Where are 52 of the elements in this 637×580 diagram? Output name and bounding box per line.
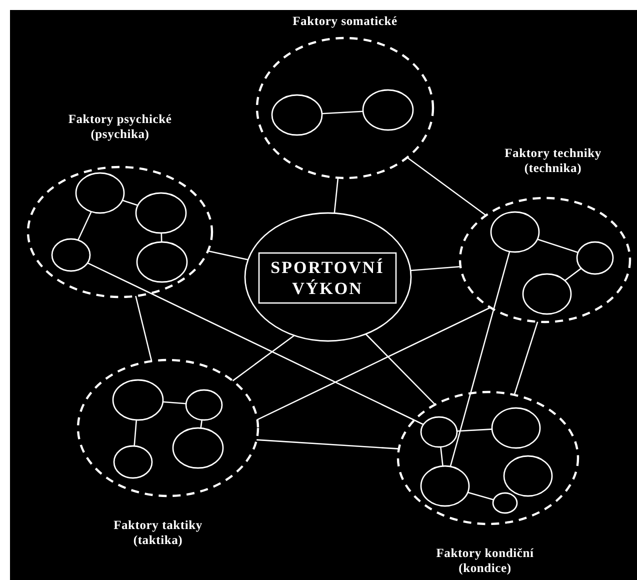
cluster-heading: Faktory somatické bbox=[292, 14, 398, 29]
factor-circle bbox=[521, 272, 573, 316]
connector-line bbox=[256, 439, 399, 450]
factor-cluster bbox=[26, 112, 214, 299]
connector-line bbox=[257, 306, 491, 420]
factor-circle bbox=[112, 444, 154, 480]
factor-circle bbox=[184, 388, 224, 422]
connector-line bbox=[365, 334, 436, 406]
connector-line bbox=[537, 238, 578, 254]
connector-line bbox=[564, 268, 582, 282]
connector-line bbox=[135, 296, 152, 362]
connector-line bbox=[232, 334, 295, 382]
performance-label: SPORTOVNÍ VÝKON bbox=[270, 257, 386, 300]
factor-circle bbox=[50, 237, 92, 273]
factor-circle bbox=[419, 415, 459, 449]
factor-circle bbox=[111, 378, 165, 422]
factor-circle bbox=[361, 88, 415, 132]
factor-circle bbox=[502, 454, 554, 498]
factor-circle bbox=[171, 426, 225, 470]
factor-circle bbox=[135, 240, 189, 284]
connector-line bbox=[450, 251, 510, 467]
factor-circle bbox=[490, 406, 542, 450]
cluster-heading: Faktory techniky (technika) bbox=[504, 146, 602, 176]
connector-line bbox=[410, 266, 461, 272]
connector-line bbox=[334, 178, 339, 214]
factor-circle bbox=[575, 240, 615, 276]
connector-line bbox=[322, 110, 364, 114]
factor-cluster bbox=[255, 14, 435, 180]
connector-line bbox=[122, 200, 138, 206]
connector-line bbox=[160, 232, 162, 242]
connector-line bbox=[134, 420, 138, 446]
connector-line bbox=[208, 250, 248, 260]
factor-cluster bbox=[458, 146, 632, 324]
cluster-heading: Faktory kondiční (kondice) bbox=[435, 546, 535, 576]
factor-circle bbox=[489, 210, 541, 254]
connector-line bbox=[456, 428, 492, 432]
cluster-heading: Faktory psychické (psychika) bbox=[67, 112, 173, 142]
factor-circle bbox=[134, 191, 188, 235]
factor-circle bbox=[270, 93, 324, 137]
factor-circle bbox=[419, 464, 471, 508]
connector-line bbox=[468, 492, 494, 500]
connector-line bbox=[406, 156, 486, 216]
connector-line bbox=[87, 262, 424, 426]
performance-ellipse bbox=[243, 211, 413, 343]
connector-line bbox=[514, 322, 538, 396]
connector-line bbox=[440, 446, 444, 466]
connector-line bbox=[77, 211, 92, 240]
connector-line bbox=[162, 401, 186, 404]
factor-circle bbox=[491, 491, 519, 515]
cluster-heading: Faktory taktiky (taktika) bbox=[112, 518, 204, 548]
connector-line bbox=[200, 420, 203, 428]
factor-circle bbox=[74, 171, 126, 215]
